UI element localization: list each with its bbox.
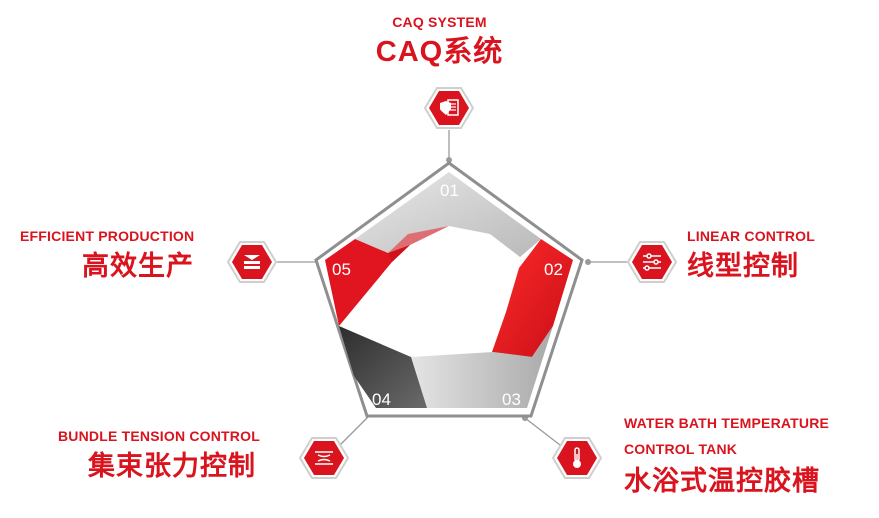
node-05-title-en: EFFICIENT PRODUCTION — [20, 228, 195, 244]
segment-number-03: 03 — [502, 390, 521, 409]
sliders-icon — [643, 253, 661, 271]
node-02-title-en: LINEAR CONTROL — [687, 228, 816, 244]
node-03-title-cn: 水浴式温控胶槽 — [624, 466, 820, 496]
node-03-title-en-line2: CONTROL TANK — [624, 441, 738, 457]
segment-number-04: 04 — [372, 390, 391, 409]
production-stack-icon — [244, 255, 260, 269]
segment-number-02: 02 — [544, 260, 563, 279]
thermometer-icon — [573, 447, 581, 468]
segment-number-01: 01 — [440, 181, 459, 200]
segment-01 — [355, 172, 541, 257]
segment-02 — [492, 239, 573, 357]
node-04-title-cn: 集束张力控制 — [88, 451, 256, 481]
node-label-02: LINEAR CONTROL 线型控制 — [687, 228, 815, 280]
node-icon-02 — [626, 241, 678, 283]
node-label-04: BUNDLE TENSION CONTROL 集束张力控制 — [58, 428, 260, 480]
node-icon-03 — [551, 437, 603, 479]
document-shield-icon — [440, 99, 459, 116]
node-05-title-cn: 高效生产 — [82, 251, 194, 281]
node-label-03: WATER BATH TEMPERATURE CONTROL TANK 水浴式温… — [624, 410, 829, 495]
segment-05-shadow — [388, 226, 449, 262]
node-04-title-en: BUNDLE TENSION CONTROL — [58, 428, 260, 444]
pentagon-center — [392, 226, 506, 352]
segment-04 — [339, 326, 427, 408]
node-label-01: CAQ SYSTEM CAQ系统 — [0, 14, 879, 67]
segment-03 — [378, 326, 553, 408]
node-icon-05 — [226, 241, 278, 283]
node-icon-04 — [298, 437, 350, 479]
node-icon-01 — [423, 87, 475, 129]
node-02-title-cn: 线型控制 — [687, 251, 799, 281]
segment-05 — [325, 239, 410, 326]
tension-roller-icon — [315, 451, 333, 465]
node-01-title-cn: CAQ系统 — [375, 36, 504, 68]
node-01-title-en: CAQ SYSTEM — [392, 14, 487, 30]
node-03-title-en-line1: WATER BATH TEMPERATURE — [624, 415, 830, 431]
node-label-05: EFFICIENT PRODUCTION 高效生产 — [20, 228, 194, 280]
segment-number-05: 05 — [332, 260, 351, 279]
